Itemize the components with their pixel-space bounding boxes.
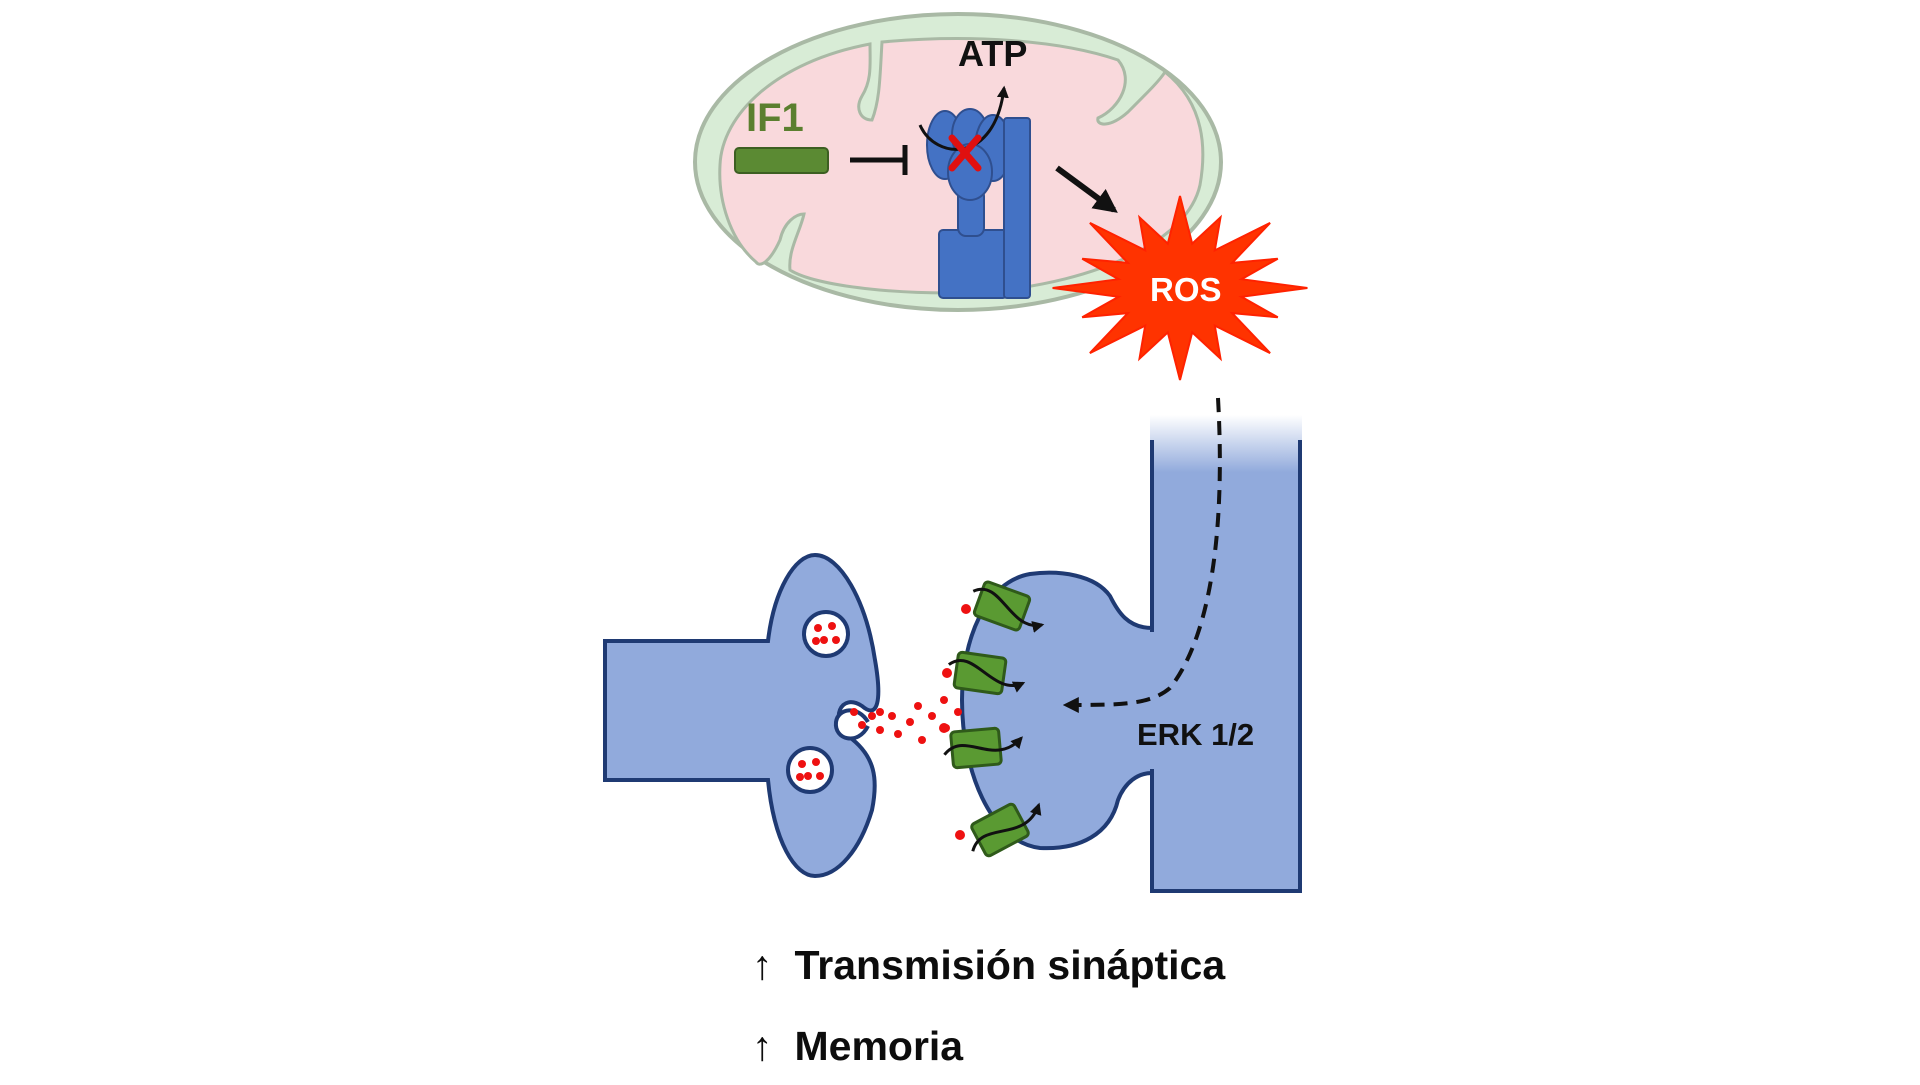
blocked-x-icon <box>948 134 982 172</box>
synaptic-vesicle <box>786 746 834 794</box>
if1-inhibition-arrow <box>850 145 908 175</box>
outcome-text: Transmisión sináptica <box>794 942 1226 988</box>
ros-production-arrow <box>1055 165 1118 213</box>
synaptic-vesicle <box>802 610 850 658</box>
receptor-channel <box>943 726 1023 770</box>
ros-star-shape <box>1052 195 1308 381</box>
if1-label: IF1 <box>746 96 804 140</box>
outcome-text: Memoria <box>794 1023 964 1069</box>
ros-label: ROS <box>1150 271 1222 308</box>
dendrite-shaft <box>1150 415 1302 893</box>
outcome-memory: ↑ Memoria <box>752 1023 963 1070</box>
postsynaptic-neuron <box>959 415 1302 893</box>
bound-ligand <box>942 668 952 678</box>
dendrite-shaft-outline <box>1150 440 1302 893</box>
receptor-channel <box>947 650 1026 696</box>
presynaptic-terminal <box>603 552 881 879</box>
atp-label: ATP <box>958 33 1027 74</box>
bound-ligand <box>961 604 971 614</box>
dendritic-spine-head <box>959 570 1154 851</box>
receptor-channel <box>970 802 1042 858</box>
atp-synthase <box>926 108 1031 299</box>
if1-protein-bar <box>734 147 829 174</box>
receptor-channel <box>972 580 1045 633</box>
up-arrow-icon: ↑ <box>752 1023 773 1069</box>
bound-ligand <box>955 830 965 840</box>
outcome-synaptic-transmission: ↑ Transmisión sináptica <box>752 942 1225 989</box>
bound-ligand <box>939 723 949 733</box>
up-arrow-icon: ↑ <box>752 942 773 988</box>
ros-burst: ROS <box>1052 195 1308 381</box>
mitochondrion: IF1 ATP <box>693 12 1223 312</box>
erk-signaling-arrow <box>1062 397 1222 713</box>
erk-label: ERK 1/2 <box>1137 717 1254 752</box>
